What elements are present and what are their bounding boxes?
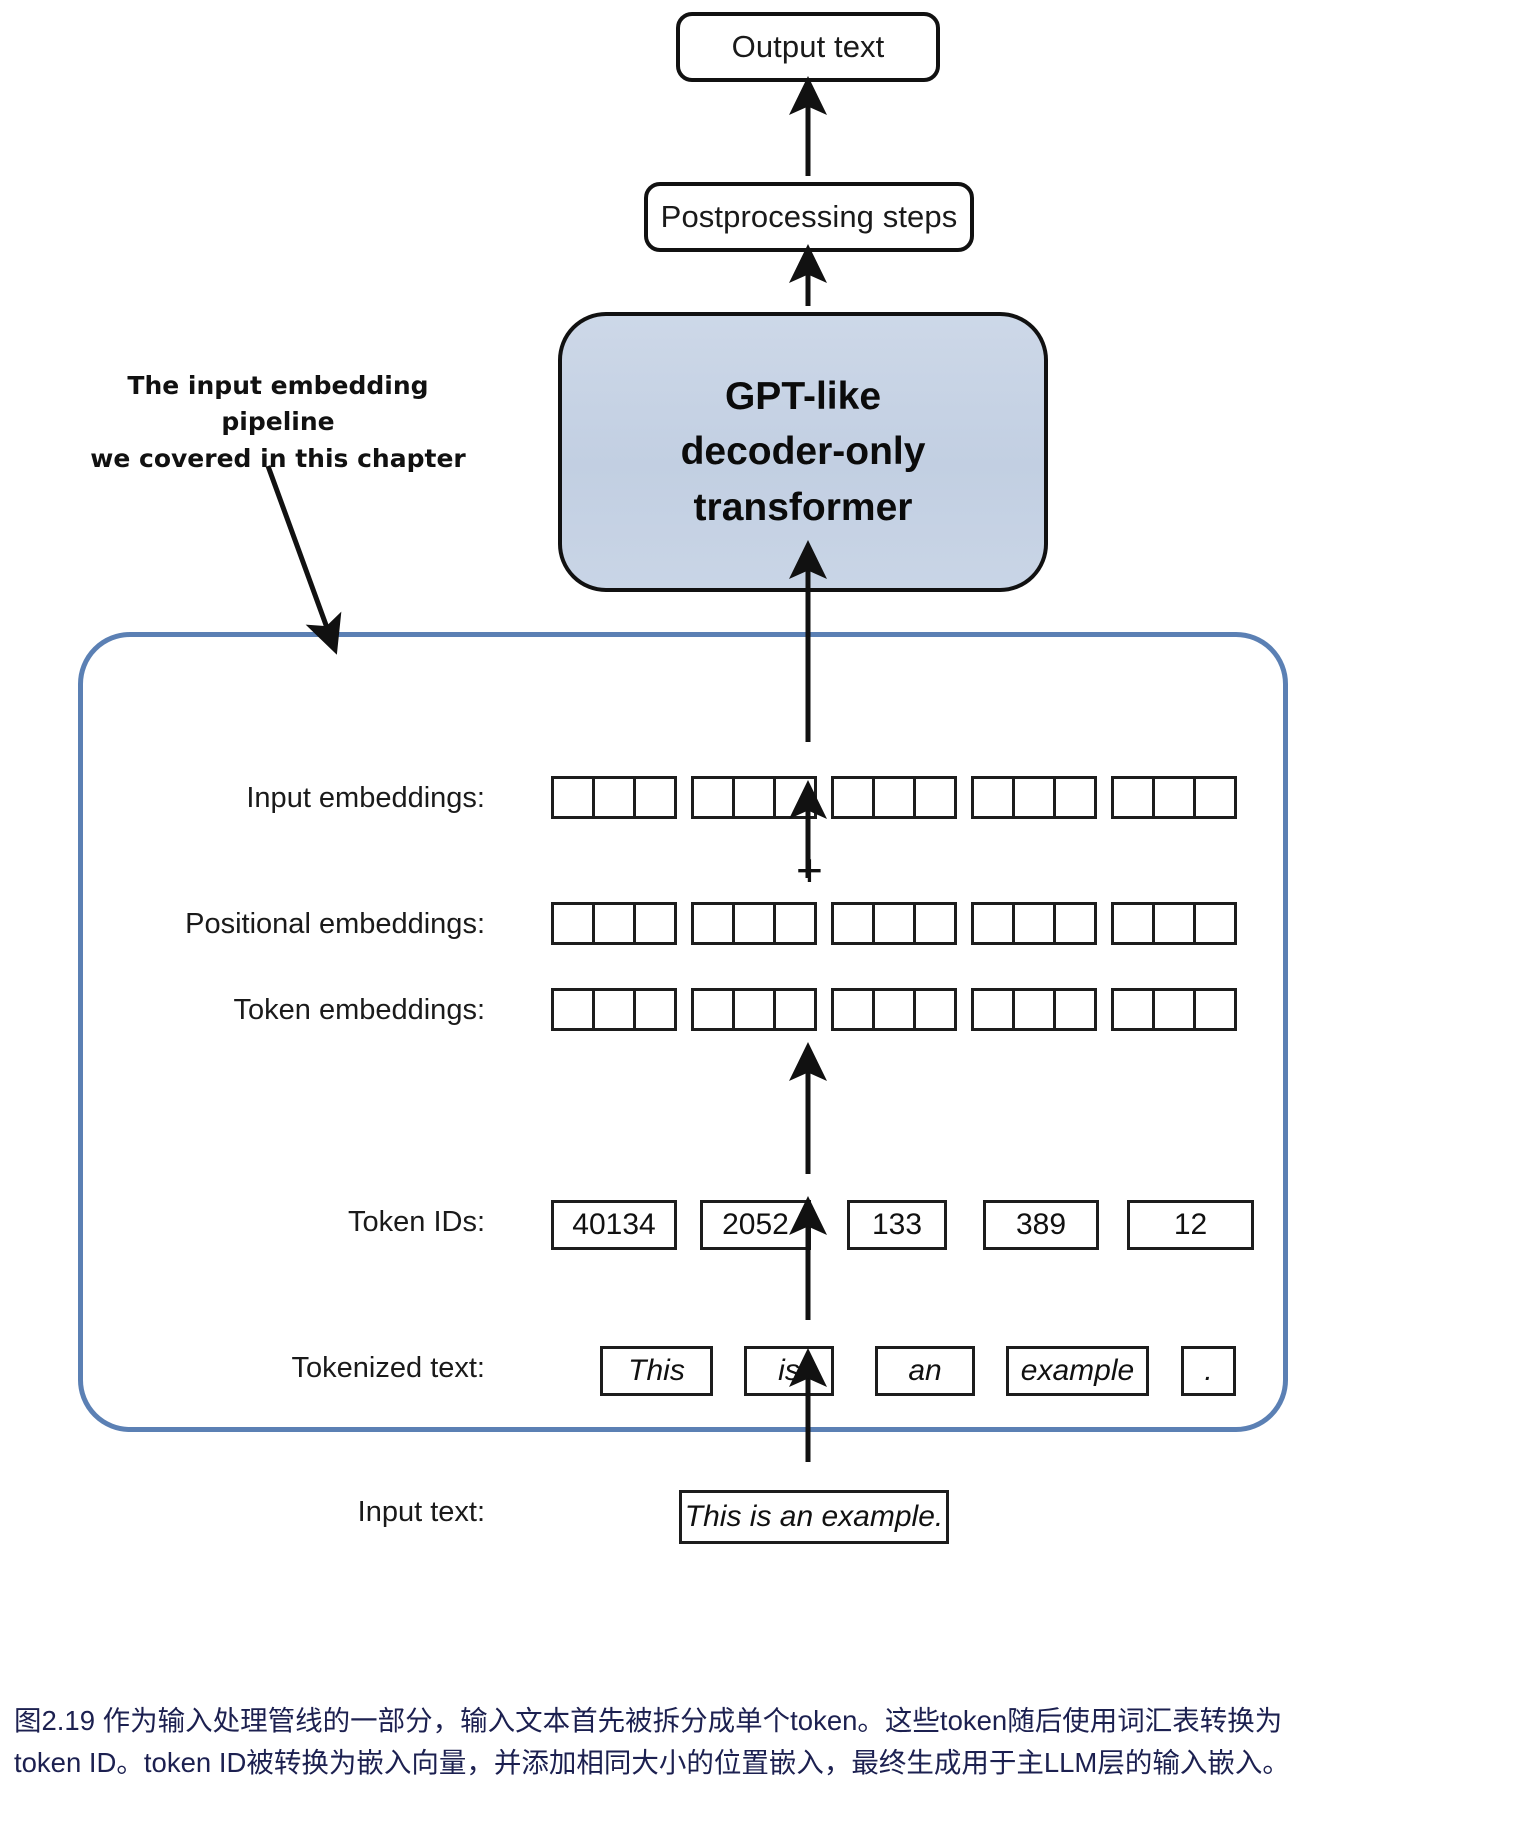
embedding-vector-input-embeddings-2 (691, 776, 817, 819)
embedding-cell (913, 988, 957, 1031)
token-ids-box-3: 133 (847, 1200, 947, 1250)
embedding-cell (592, 988, 636, 1031)
embedding-cell (1053, 776, 1097, 819)
embedding-cell (872, 902, 916, 945)
embedding-cell (1193, 776, 1237, 819)
row-label-token-embeddings: Token embeddings: (233, 994, 486, 1026)
embedding-cell (773, 902, 817, 945)
embedding-cell (691, 776, 735, 819)
embedding-cell (773, 776, 817, 819)
embedding-cell (551, 776, 595, 819)
embedding-cell (913, 776, 957, 819)
embedding-vector-input-embeddings-1 (551, 776, 677, 819)
embedding-cell (971, 902, 1015, 945)
caption-line-2: token ID。token ID被转换为嵌入向量，并添加相同大小的位置嵌入，最… (14, 1746, 1290, 1778)
embedding-cell (1053, 902, 1097, 945)
embedding-cell (1012, 902, 1056, 945)
annotation-pointer-arrow (265, 465, 342, 655)
tokenized-text-box-3: an (875, 1346, 975, 1396)
input-embedding-pipeline-container (78, 632, 1288, 1432)
annotation-callout: The input embedding pipeline we covered … (88, 368, 468, 477)
plus-operator: + (796, 844, 823, 896)
embedding-cell (1111, 776, 1155, 819)
row-label-input-embeddings: Input embeddings: (246, 782, 485, 814)
embedding-vector-token-embeddings-3 (831, 988, 957, 1031)
embedding-vector-positional-embeddings-2 (691, 902, 817, 945)
embedding-cell (913, 902, 957, 945)
embedding-vector-positional-embeddings-1 (551, 902, 677, 945)
embedding-cell (831, 776, 875, 819)
tokenized-text-box-2: is (744, 1346, 834, 1396)
output-text-box: Output text (676, 12, 940, 82)
embedding-cell (732, 988, 776, 1031)
tokenized-text-box-1: This (600, 1346, 713, 1396)
embedding-cell (633, 902, 677, 945)
embedding-cell (1193, 988, 1237, 1031)
figure-caption: 图2.19 作为输入处理管线的一部分，输入文本首先被拆分成单个token。这些t… (14, 1700, 1504, 1784)
embedding-cell (1012, 988, 1056, 1031)
embedding-cell (551, 988, 595, 1031)
embedding-cell (592, 776, 636, 819)
token-ids-box-2: 2052 (700, 1200, 811, 1250)
embedding-vector-input-embeddings-3 (831, 776, 957, 819)
token-ids-box-4: 389 (983, 1200, 1099, 1250)
postprocessing-steps-box: Postprocessing steps (644, 182, 974, 252)
embedding-cell (732, 776, 776, 819)
embedding-cell (1012, 776, 1056, 819)
embedding-cell (831, 988, 875, 1031)
embedding-cell (773, 988, 817, 1031)
embedding-vector-input-embeddings-5 (1111, 776, 1237, 819)
embedding-cell (633, 988, 677, 1031)
embedding-cell (551, 902, 595, 945)
embedding-cell (691, 988, 735, 1031)
tokenized-text-box-5: . (1181, 1346, 1236, 1396)
embedding-vector-input-embeddings-4 (971, 776, 1097, 819)
caption-line-1: 图2.19 作为输入处理管线的一部分，输入文本首先被拆分成单个token。这些t… (14, 1705, 1283, 1736)
row-label-input-text: Input text: (357, 1496, 485, 1528)
embedding-cell (691, 902, 735, 945)
embedding-cell (872, 988, 916, 1031)
embedding-cell (1111, 988, 1155, 1031)
row-label-positional-embeddings: Positional embeddings: (185, 908, 485, 940)
embedding-vector-token-embeddings-1 (551, 988, 677, 1031)
embedding-cell (633, 776, 677, 819)
embedding-cell (592, 902, 636, 945)
embedding-cell (1152, 988, 1196, 1031)
embedding-vector-token-embeddings-5 (1111, 988, 1237, 1031)
embedding-cell (1152, 776, 1196, 819)
embedding-vector-positional-embeddings-3 (831, 902, 957, 945)
embedding-cell (831, 902, 875, 945)
embedding-cell (971, 776, 1015, 819)
row-label-tokenized-text: Tokenized text: (291, 1352, 485, 1384)
annotation-line-2: we covered in this chapter (90, 443, 466, 473)
embedding-vector-token-embeddings-2 (691, 988, 817, 1031)
input-text-box-1: This is an example. (679, 1490, 949, 1544)
embedding-vector-positional-embeddings-5 (1111, 902, 1237, 945)
tokenized-text-box-4: example (1006, 1346, 1149, 1396)
embedding-cell (1193, 902, 1237, 945)
token-ids-box-5: 12 (1127, 1200, 1254, 1250)
embedding-cell (872, 776, 916, 819)
embedding-cell (732, 902, 776, 945)
embedding-vector-token-embeddings-4 (971, 988, 1097, 1031)
embedding-cell (1053, 988, 1097, 1031)
token-ids-box-1: 40134 (551, 1200, 677, 1250)
embedding-cell (1152, 902, 1196, 945)
embedding-cell (971, 988, 1015, 1031)
embedding-vector-positional-embeddings-4 (971, 902, 1097, 945)
annotation-line-1: The input embedding pipeline (127, 371, 429, 437)
row-label-token-ids: Token IDs: (348, 1206, 485, 1238)
embedding-cell (1111, 902, 1155, 945)
